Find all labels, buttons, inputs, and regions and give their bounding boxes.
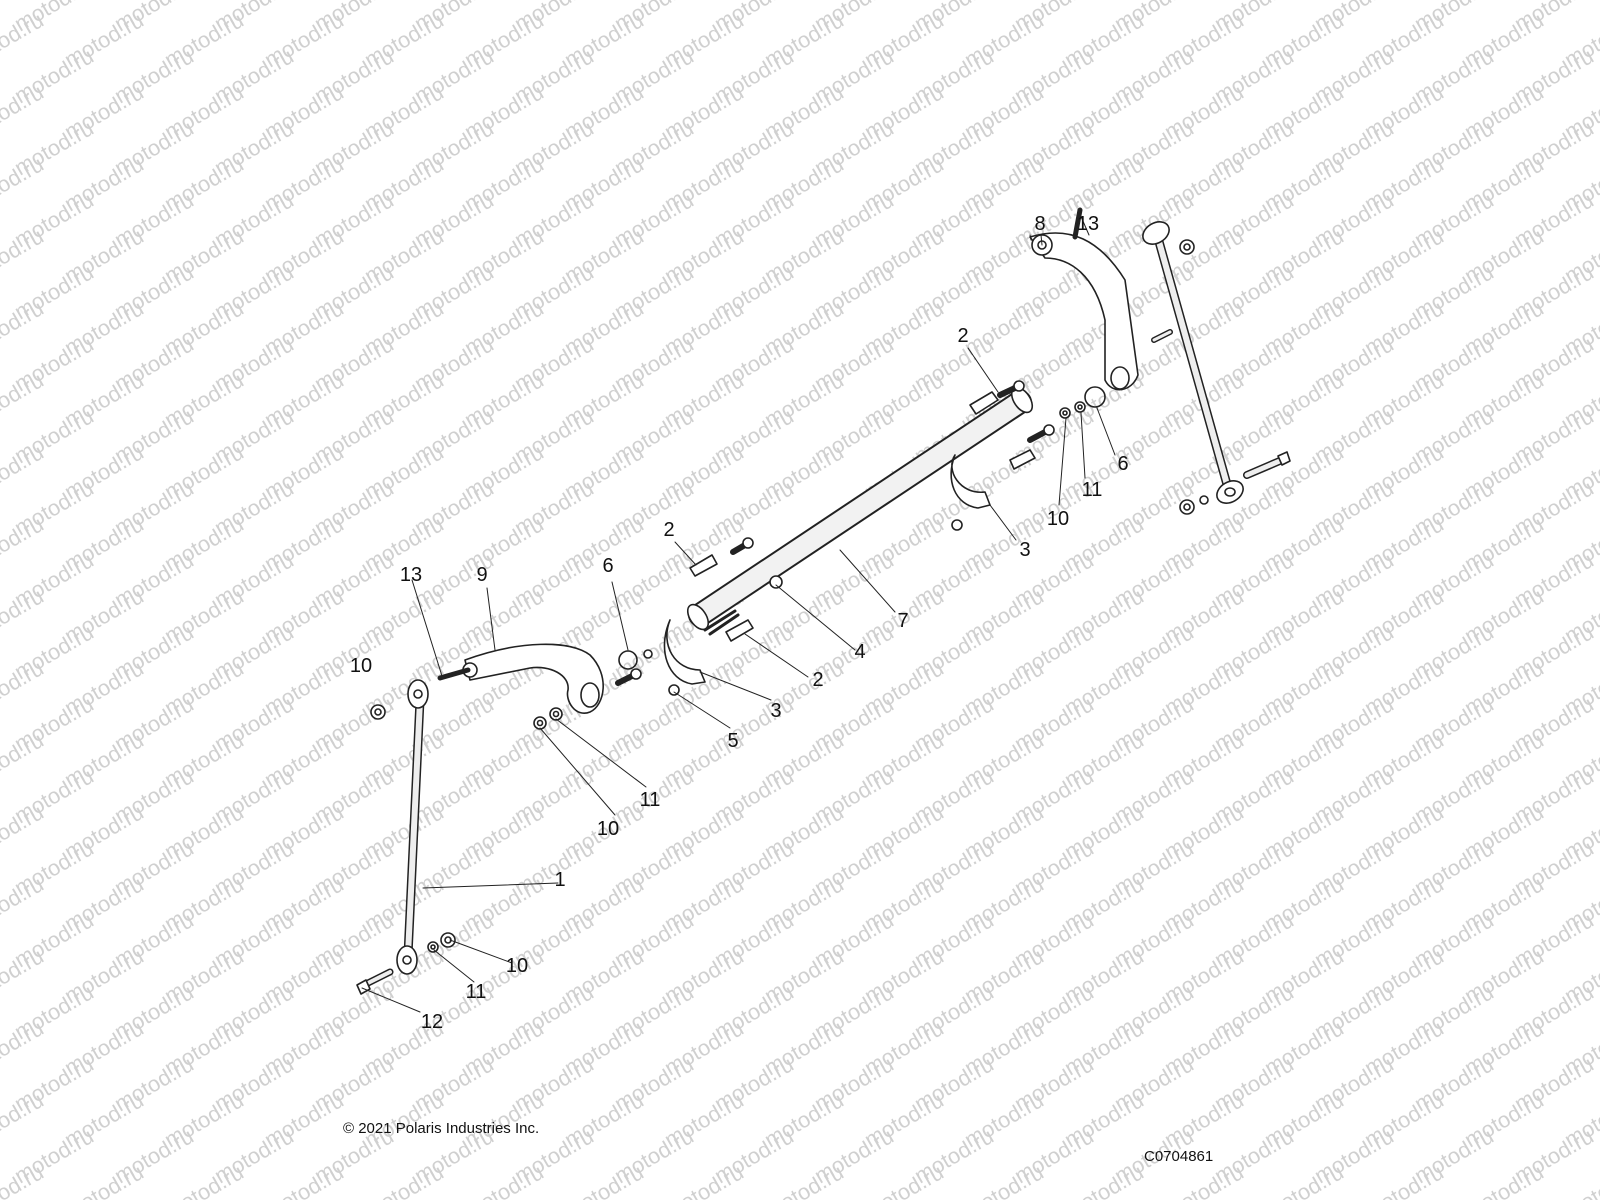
watermark-text: motod.ru	[0, 871, 48, 936]
watermark-text: motod.ru	[710, 1195, 798, 1200]
upper-bushings	[689, 391, 1036, 642]
callout-label: 2	[663, 519, 674, 541]
callout-label: 3	[1019, 539, 1030, 561]
callout-label: 10	[597, 818, 619, 840]
watermark-text: motod.ru	[1260, 1159, 1348, 1200]
watermark-text: motod.ru	[310, 1195, 398, 1200]
watermark-text: motod.ru	[760, 1159, 848, 1200]
callout-label: 5	[727, 730, 738, 752]
callout-label: 4	[854, 641, 865, 663]
drawing-code: C0704861	[1144, 1148, 1214, 1165]
watermark-text: motod.ru	[1310, 1195, 1398, 1200]
watermark-text: motod.ru	[0, 727, 48, 792]
watermark-text: motod.ru	[0, 79, 48, 144]
watermark-text: motod.ru	[1560, 1159, 1600, 1200]
left-washers	[370, 704, 563, 730]
watermark-text: motod.ru	[260, 1159, 348, 1200]
watermark-text: motod.ru	[1160, 1159, 1248, 1200]
callout-label: 2	[812, 669, 823, 691]
right-arm	[1029, 207, 1173, 408]
left-link-hardware	[356, 932, 456, 995]
right-link-rod	[1142, 221, 1244, 504]
right-link-hardware	[1179, 239, 1291, 515]
callout-label: 6	[1117, 453, 1128, 475]
watermark-text: motod.ru	[860, 1159, 948, 1200]
watermark-text: motod.ru	[1060, 1159, 1148, 1200]
callout-label: 12	[421, 1011, 443, 1033]
watermark-text: motod.ru	[1110, 1195, 1198, 1200]
watermark-text: motod.ru	[60, 1159, 148, 1200]
watermark-text: motod.ru	[0, 367, 48, 432]
callout-label: 9	[476, 564, 487, 586]
watermark-text: motod.ru	[1510, 1195, 1598, 1200]
callout-label: 3	[770, 700, 781, 722]
callout-label: 8	[1034, 213, 1045, 235]
left-link-rod	[396, 679, 429, 975]
watermark-text: motod.ru	[0, 1087, 48, 1152]
parts-drawing	[356, 207, 1291, 1013]
watermark-text: motod.ru	[660, 1159, 748, 1200]
watermark-text: motod.ru	[510, 1195, 598, 1200]
callout-label: 10	[350, 655, 372, 677]
callout-label: 11	[640, 789, 661, 811]
callout-label: 6	[602, 555, 613, 577]
watermark-text: motod.ru	[0, 583, 48, 648]
watermark-text: motod.ru	[1360, 1159, 1448, 1200]
left-arm	[437, 643, 653, 714]
callout-label: 11	[1082, 479, 1103, 501]
watermark-text: motod.ru	[10, 1195, 98, 1200]
watermark-text: motod.ru	[1210, 1195, 1298, 1200]
watermark-text: motod.ru	[0, 511, 48, 576]
watermark-text: motod.ru	[1010, 1195, 1098, 1200]
watermark-text: motod.ru	[0, 655, 48, 720]
callout-label: 7	[897, 610, 908, 632]
right-washers	[1059, 401, 1086, 419]
watermark-text: motod.ru	[110, 1195, 198, 1200]
watermark-text: motod.ru	[560, 1159, 648, 1200]
watermark-text: motod.ru	[960, 1159, 1048, 1200]
copyright-notice: © 2021 Polaris Industries Inc.	[343, 1120, 540, 1137]
watermark-text: motod.ru	[1460, 1159, 1548, 1200]
watermark-text: motod.ru	[160, 1159, 248, 1200]
callout-label: 1	[554, 869, 565, 891]
watermark-text: motod.ru	[410, 1195, 498, 1200]
watermark-text: motod.ru	[0, 943, 48, 1008]
watermark-text: motod.ru	[0, 1015, 48, 1080]
watermark-text: motod.ru	[910, 1195, 998, 1200]
callout-label: 13	[400, 564, 422, 586]
watermark-text: motod.ru	[0, 151, 48, 216]
watermark-text: motod.ru	[210, 1195, 298, 1200]
callout-label: 10	[506, 955, 528, 977]
watermark-text: motod.ru	[0, 295, 48, 360]
watermark-text: motod.ru	[0, 7, 48, 72]
leader-lines	[361, 211, 1116, 1013]
watermark-text: motod.ru	[810, 1195, 898, 1200]
watermark-text: motod.ru	[1410, 1195, 1498, 1200]
watermark-text: motod.ru	[0, 799, 48, 864]
watermark-text: motod.ru	[0, 439, 48, 504]
watermark-text: motod.ru	[460, 1159, 548, 1200]
callout-label: 13	[1077, 213, 1099, 235]
watermark-text: motod.ru	[360, 1159, 448, 1200]
callout-label: 2	[957, 325, 968, 347]
pins-and-bolts	[615, 380, 1055, 696]
watermark-text: motod.ru	[610, 1195, 698, 1200]
watermark-text: motod.ru	[0, 223, 48, 288]
callout-label: 11	[466, 981, 487, 1003]
callout-label: 10	[1047, 508, 1069, 530]
